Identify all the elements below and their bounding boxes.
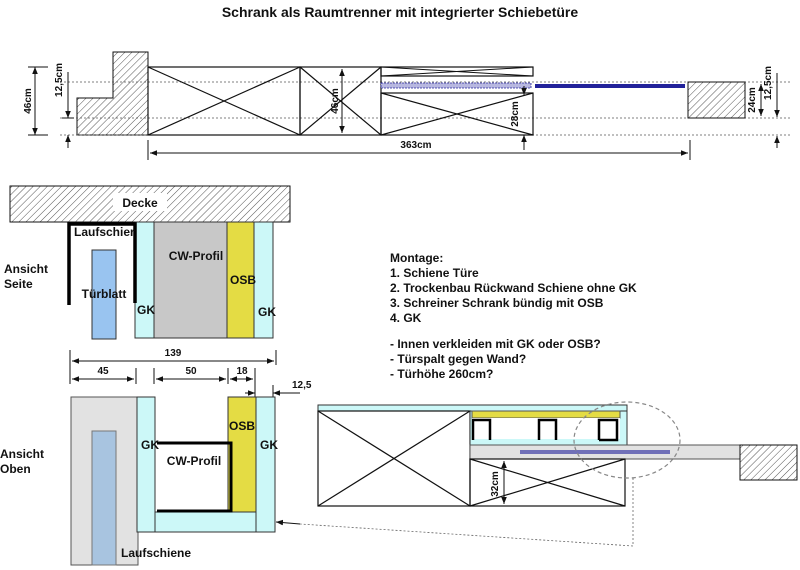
gk-right-label-top: GK	[260, 438, 278, 452]
dim-offset-right: 12,5cm	[763, 66, 774, 100]
cw-profile-panel	[153, 221, 228, 339]
page-title: Schrank als Raumtrenner mit integrierter…	[222, 4, 579, 20]
side-view: Decke Laufschier Türblatt CW-Profil OSB …	[4, 185, 312, 398]
dim-height-mid: 46cm	[330, 88, 341, 114]
door-leaf	[91, 249, 117, 340]
osb-label-top: OSB	[229, 419, 255, 433]
gk-right-label: GK	[258, 305, 276, 319]
dim-gk: 12,5	[292, 380, 312, 391]
sliding-door-front	[380, 82, 532, 89]
detail-circle	[573, 401, 681, 479]
cabinet-right-top	[469, 458, 626, 507]
dim-cw: 50	[185, 366, 197, 377]
gk-left-panel-top	[136, 396, 156, 533]
ceiling-label: Decke	[122, 196, 158, 210]
cabinet-section-3	[380, 92, 534, 136]
cw-profile-label-top: CW-Profil	[167, 454, 221, 468]
gk-bottom-panel-top	[154, 511, 257, 533]
gk-left-label: GK	[137, 303, 155, 317]
dim-offset-left: 12,5cm	[54, 63, 65, 97]
top-view-overview: 32cm	[299, 401, 798, 547]
note-step: 4. GK	[390, 311, 422, 325]
osb-panel-top	[227, 396, 257, 513]
dim-width: 363cm	[400, 140, 431, 151]
cabinet-top-box	[380, 66, 534, 77]
dim-height-right: 24cm	[747, 87, 758, 113]
note-step: 1. Schiene Türe	[390, 266, 479, 280]
dim-height-left: 46cm	[23, 88, 34, 114]
gk-left-panel	[134, 221, 155, 339]
osb-label: OSB	[230, 273, 256, 287]
top-view-label-1: Ansicht	[0, 447, 44, 461]
top-view-detail: GK CW-Profil OSB GK Laufschiene Ansicht …	[0, 396, 301, 566]
cw-profile-label: CW-Profil	[169, 249, 223, 263]
note-question: - Türspalt gegen Wand?	[390, 352, 526, 366]
gk-right-panel	[253, 221, 274, 339]
dim-osb: 18	[236, 366, 248, 377]
dim-depth: 32cm	[490, 471, 501, 497]
dim-rail: 45	[97, 366, 109, 377]
notes-heading: Montage:	[390, 251, 443, 265]
dim-height-lower: 28cm	[510, 101, 521, 127]
left-wall-hatch	[76, 51, 149, 136]
top-view-label-2: Oben	[0, 462, 31, 476]
rail-profile	[67, 222, 137, 305]
door-leaf-top	[91, 430, 117, 566]
rail-label: Laufschier	[74, 225, 135, 239]
sliding-door-open	[535, 84, 685, 88]
dim-total: 139	[165, 348, 182, 359]
door-leaf-label: Türblatt	[82, 287, 127, 301]
sliding-door-top	[520, 450, 670, 454]
note-step: 3. Schreiner Schrank bündig mit OSB	[390, 296, 604, 310]
detail-leader-line	[299, 478, 634, 547]
note-question: - Türhöhe 260cm?	[390, 367, 493, 381]
right-wall-hatch	[687, 81, 746, 119]
side-view-label-1: Ansicht	[4, 262, 48, 276]
right-wall-top	[739, 444, 798, 481]
gk-right-panel-top	[255, 396, 276, 533]
gk-left-label-top: GK	[141, 438, 159, 452]
note-step: 2. Trockenbau Rückwand Schiene ohne GK	[390, 281, 637, 295]
side-view-label-2: Seite	[4, 277, 33, 291]
assembly-notes: Montage: 1. Schiene Türe 2. Trockenbau R…	[390, 251, 637, 381]
note-question: - Innen verkleiden mit GK oder OSB?	[390, 337, 601, 351]
rail-label-top: Laufschiene	[121, 546, 191, 560]
cw-profile-top	[157, 441, 233, 513]
front-view: 46cm 12,5cm 46cm 28cm 363cm 24cm 12,5cm	[23, 51, 790, 160]
